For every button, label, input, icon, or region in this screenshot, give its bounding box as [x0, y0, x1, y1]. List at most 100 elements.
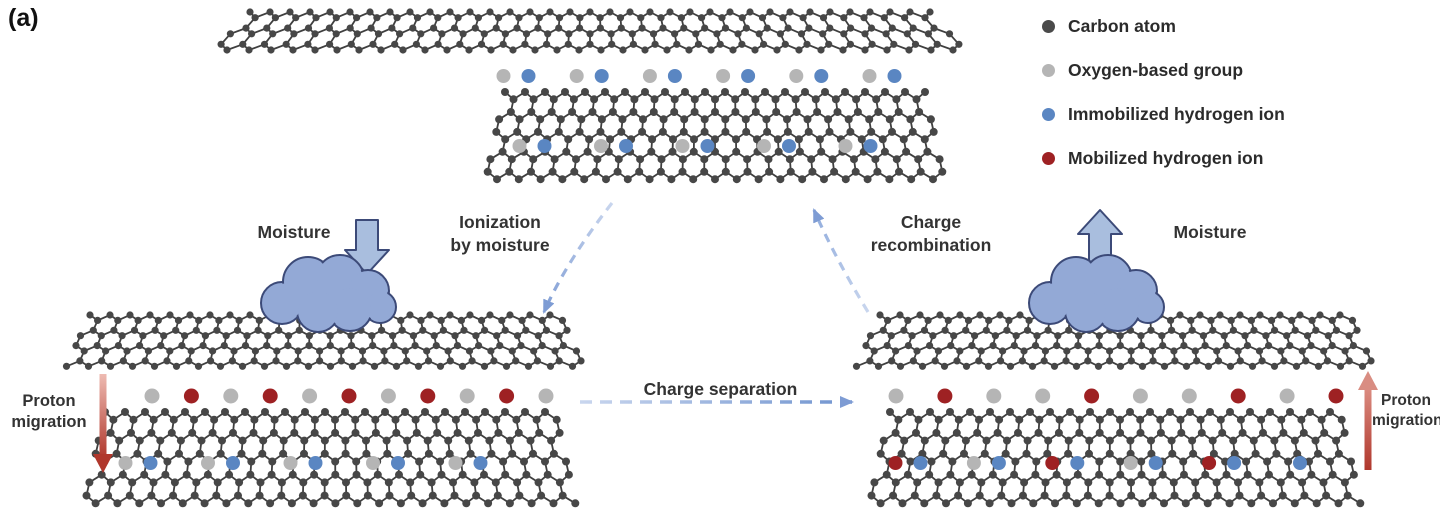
carbon-atom — [320, 478, 329, 487]
carbon-atom — [685, 46, 693, 54]
carbon-atom — [1148, 491, 1157, 500]
carbon-atom — [326, 362, 335, 370]
carbon-atom — [1305, 457, 1313, 466]
carbon-atom — [1075, 428, 1084, 437]
carbon-atom — [991, 332, 1000, 340]
carbon-atom — [773, 135, 782, 144]
carbon-atom — [901, 14, 909, 22]
carbon-atom — [414, 362, 423, 370]
carbon-atom — [266, 8, 274, 16]
carbon-atom — [1204, 362, 1213, 370]
carbon-atom — [250, 357, 258, 365]
carbon-atom — [773, 46, 781, 54]
carbon-atom — [157, 342, 165, 350]
carbon-atom — [1085, 449, 1093, 458]
carbon-atom — [763, 24, 771, 32]
legend-item-carbon: Carbon atom — [1042, 4, 1285, 48]
carbon-atom — [681, 88, 689, 96]
carbon-atom — [798, 175, 807, 184]
carbon-atom — [1214, 357, 1223, 365]
carbon-atom — [222, 332, 230, 340]
carbon-atom — [270, 415, 279, 424]
carbon-atom — [918, 449, 927, 458]
carbon-atom — [436, 362, 445, 370]
carbon-atom — [453, 342, 462, 350]
carbon-atom — [700, 115, 709, 124]
carbon-atom — [566, 8, 574, 16]
carbon-atom — [241, 408, 249, 416]
legend: Carbon atom Oxygen-based group Immobiliz… — [1042, 4, 1285, 180]
carbon-atom — [1328, 316, 1336, 324]
carbon-atom — [576, 14, 584, 22]
ion-oxygen — [302, 388, 318, 404]
carbon-atom — [532, 415, 541, 424]
carbon-atom — [512, 415, 521, 424]
carbon-atom — [1222, 342, 1230, 350]
carbon-atom — [852, 95, 861, 104]
carbon-atom — [1044, 326, 1052, 334]
carbon-atom — [513, 24, 521, 32]
carbon-atom — [904, 316, 912, 324]
carbon-atom — [170, 478, 179, 487]
carbon-atom — [441, 408, 449, 416]
carbon-atom — [867, 24, 876, 32]
carbon-atom — [393, 14, 401, 22]
carbon-atom — [433, 428, 442, 437]
carbon-atom — [501, 470, 510, 479]
carbon-atom — [1034, 428, 1043, 437]
carbon-atom — [1290, 436, 1299, 445]
carbon-atom — [451, 332, 459, 340]
carbon-atom — [1075, 332, 1083, 340]
carbon-atom — [98, 357, 106, 365]
carbon-atom — [1095, 428, 1104, 437]
carbon-atom — [366, 8, 374, 16]
carbon-atom — [62, 362, 71, 370]
carbon-atom — [826, 8, 834, 16]
carbon-atom — [1284, 457, 1293, 466]
carbon-atom — [195, 316, 203, 324]
carbon-atom — [1156, 428, 1165, 437]
carbon-atom — [779, 14, 787, 22]
carbon-atom — [558, 175, 567, 184]
carbon-atom — [136, 342, 144, 350]
carbon-atom — [581, 88, 589, 96]
carbon-atom — [1258, 357, 1266, 365]
carbon-atom — [902, 147, 911, 156]
carbon-atom — [946, 408, 954, 416]
carbon-atom — [673, 40, 681, 48]
carbon-atom — [1229, 326, 1237, 334]
carbon-atom — [453, 428, 462, 437]
carbon-atom — [181, 332, 189, 340]
carbon-atom — [1084, 478, 1093, 487]
carbon-atom — [332, 14, 340, 22]
carbon-atom — [1065, 326, 1073, 334]
carbon-atom — [879, 436, 888, 445]
carbon-atom — [641, 88, 649, 96]
carbon-atom — [689, 147, 698, 156]
carbon-atom — [910, 491, 919, 500]
carbon-atom — [680, 115, 689, 124]
carbon-atom — [926, 408, 934, 416]
carbon-atom — [546, 311, 554, 319]
carbon-atom — [1105, 491, 1114, 500]
carbon-atom — [629, 40, 638, 48]
carbon-atom — [841, 175, 850, 184]
carbon-atom — [156, 436, 165, 445]
carbon-atom — [541, 457, 549, 466]
carbon-atom — [636, 155, 645, 164]
carbon-atom — [235, 316, 243, 324]
carbon-atom — [1106, 347, 1114, 355]
ion-immobilized — [308, 456, 323, 470]
carbon-atom — [341, 408, 349, 416]
carbon-atom — [706, 8, 714, 16]
carbon-atom — [1187, 316, 1195, 324]
carbon-atom — [692, 30, 700, 38]
carbon-atom — [850, 155, 858, 164]
carbon-atom — [936, 311, 944, 319]
carbon-atom — [924, 316, 932, 324]
carbon-atom — [277, 491, 286, 500]
carbon-atom — [506, 108, 515, 116]
carbon-atom — [934, 478, 943, 487]
carbon-atom — [1218, 428, 1227, 437]
carbon-atom — [867, 127, 876, 136]
